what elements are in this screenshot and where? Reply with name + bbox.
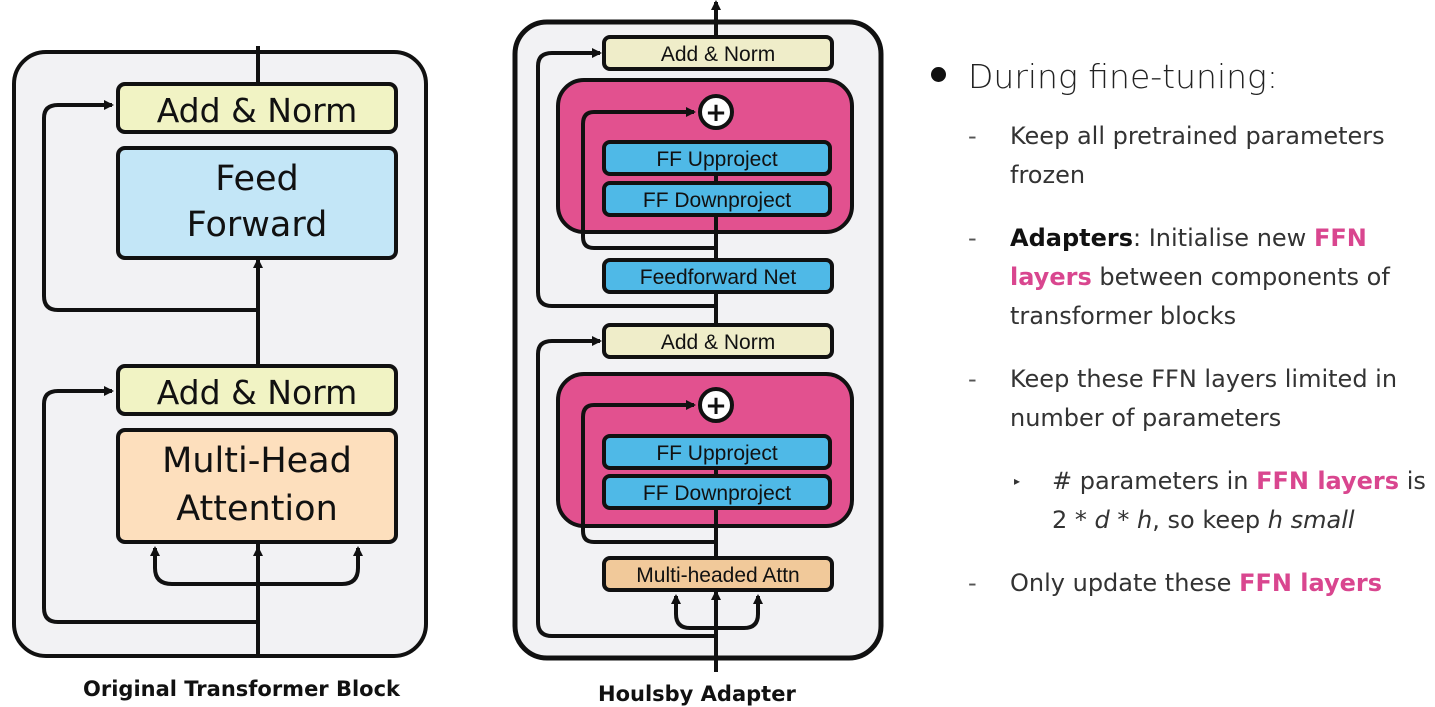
- original-residual-bottom: [42, 386, 258, 624]
- svg-text:Add & Norm: Add & Norm: [157, 91, 358, 130]
- original-block-caption: Original Transformer Block: [83, 677, 401, 701]
- diagram-canvas: Add & Norm Feed Forward Add & Norm Multi…: [12, 0, 884, 672]
- houlsby-add-norm-top: [602, 35, 834, 71]
- houlsby-adapter-block: FF Downproject FF Upproject + FF Downpro…: [512, 0, 884, 672]
- svg-text:+: +: [705, 391, 727, 421]
- houlsby-add-norm-mid: [602, 323, 834, 359]
- svg-text:FF Upproject: FF Upproject: [656, 442, 778, 465]
- dash-icon: -: [968, 365, 977, 393]
- bullet-adapters: - Adapters: Initialise new FFN layers be…: [928, 219, 1428, 336]
- original-feed-forward: [116, 146, 398, 260]
- original-attn-arrow-left: [150, 546, 258, 586]
- dash-icon: -: [968, 224, 977, 252]
- svg-text:Forward: Forward: [187, 205, 328, 245]
- svg-text:FF Upproject: FF Upproject: [656, 148, 778, 171]
- bullet-limited: - Keep these FFN layers limited in numbe…: [928, 360, 1428, 438]
- svg-text:Multi-headed Attn: Multi-headed Attn: [636, 564, 799, 587]
- triangle-bullet-icon: ▸: [1014, 474, 1021, 488]
- houlsby-multi-headed-attn: [602, 556, 834, 592]
- svg-text:FF Downproject: FF Downproject: [643, 482, 791, 505]
- svg-text:FF Downproject: FF Downproject: [643, 189, 791, 212]
- houlsby-attn-arrow-right: [716, 594, 763, 630]
- svg-text:+: +: [705, 98, 727, 128]
- bullet-list: During fine-tuning: - Keep all pretraine…: [928, 55, 1428, 627]
- plus-icon: [698, 94, 734, 130]
- original-transformer-block: Add & Norm Feed Forward Add & Norm Multi…: [12, 46, 428, 658]
- main-bullet: During fine-tuning:: [928, 55, 1428, 99]
- houlsby-residual-top: [536, 48, 716, 308]
- original-attn-arrow-right: [258, 546, 363, 586]
- houlsby-adapter-caption: Houlsby Adapter: [598, 682, 796, 706]
- original-add-norm-bottom: [116, 364, 398, 416]
- original-multi-head-attention: [116, 428, 398, 544]
- bullet-update: - Only update these FFN layers: [928, 564, 1428, 603]
- dash-icon: -: [968, 569, 977, 597]
- dash-icon: -: [968, 122, 977, 150]
- svg-text:Attention: Attention: [176, 489, 338, 529]
- original-add-norm-top: [116, 82, 398, 134]
- bullet-param-count: ▸ # parameters in FFN layers is 2 * d * …: [928, 462, 1428, 540]
- svg-text:Add & Norm: Add & Norm: [661, 331, 775, 354]
- houlsby-attn-arrow-left: [671, 594, 716, 630]
- original-residual-top: [42, 100, 258, 312]
- plus-icon: [698, 387, 734, 423]
- houlsby-residual-bottom: [536, 336, 716, 638]
- houlsby-adapter-upper-skip: [581, 107, 716, 250]
- original-block-frame: [12, 50, 428, 658]
- svg-text:Feedforward Net: Feedforward Net: [640, 266, 797, 289]
- bullet-frozen: - Keep all pretrained parameters frozen: [928, 117, 1428, 195]
- svg-text:Feed: Feed: [215, 159, 299, 199]
- bullet-dot-icon: [931, 67, 946, 82]
- houlsby-feedforward-net: [602, 258, 834, 294]
- svg-text:Add & Norm: Add & Norm: [157, 373, 358, 412]
- svg-text:Multi-Head: Multi-Head: [162, 441, 352, 481]
- svg-text:Add & Norm: Add & Norm: [661, 43, 775, 66]
- houlsby-adapter-lower-skip: [581, 400, 716, 544]
